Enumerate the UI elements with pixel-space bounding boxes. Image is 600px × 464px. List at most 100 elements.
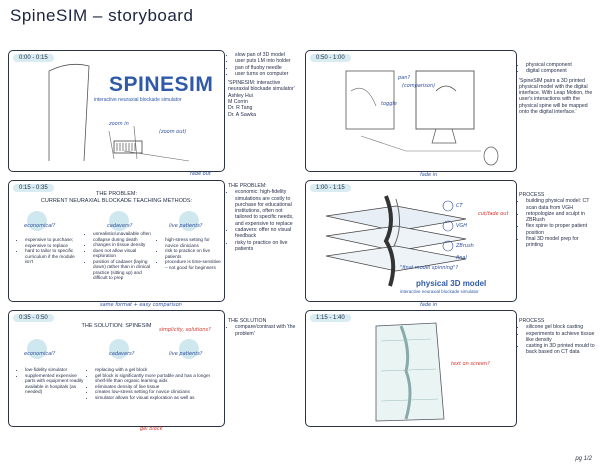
problem-heading: THE PROBLEM: bbox=[96, 191, 137, 197]
note-quote: 'SpineSIM pairs a 3D printed physical mo… bbox=[519, 77, 593, 116]
zbrush-note: ZBrush bbox=[456, 243, 474, 249]
bullet: expensive to purchase; expensive to repl… bbox=[25, 237, 79, 248]
computer-sketch bbox=[48, 63, 190, 162]
bullet: changes in tissue density bbox=[93, 242, 153, 248]
simplicity-note: simplicity, solutions? bbox=[159, 327, 211, 333]
notes-heading: THE SOLUTION bbox=[228, 318, 267, 324]
model-caption: physical 3D model bbox=[416, 279, 487, 288]
dollar-icon bbox=[27, 339, 47, 359]
bullet: does not allow visual exploration bbox=[93, 248, 153, 259]
bullet: replacing with a gel block bbox=[95, 367, 219, 373]
dollar-icon bbox=[27, 211, 47, 231]
timestamp: 0:00 - 0:15 bbox=[13, 54, 54, 62]
note-item: risky to practice on live patients bbox=[235, 240, 300, 253]
credit-name: Ashley Hui bbox=[228, 92, 253, 99]
model-caption-sub: interactive neuraxial blockade simulator bbox=[400, 289, 479, 294]
patient-icon bbox=[179, 339, 199, 359]
bullet: high-stress setting for novice clinician… bbox=[165, 237, 221, 248]
bullet: procedure is time-sensitive – not good f… bbox=[165, 259, 221, 270]
gel-block-sketch bbox=[375, 322, 445, 422]
timestamp: 1:00 - 1:15 bbox=[310, 184, 351, 192]
note-item: user turns on computer bbox=[235, 71, 300, 77]
bullet: simulator allows for visual exploration … bbox=[95, 395, 219, 401]
label-live-patients: live patients? bbox=[169, 351, 203, 357]
comparison-note: (comparison) bbox=[402, 83, 436, 89]
cut-fade-note: cut/fade out bbox=[478, 211, 509, 217]
vgh-note: VGH bbox=[456, 223, 468, 229]
bullet: low-fidelity simulator bbox=[25, 367, 84, 373]
credit-title: 'SPINESIM: interactive neuraxial blockad… bbox=[228, 80, 295, 93]
page-number: pg 1/2 bbox=[575, 456, 592, 462]
note-item: building physical model: CT scan data fr… bbox=[526, 198, 595, 211]
panel-1-notes: slow pan of 3D model user puts LM into h… bbox=[228, 52, 300, 118]
panel-3-notes: THE PROBLEM: economic: high-fidelity sim… bbox=[228, 183, 300, 252]
timestamp: 1:15 - 1:40 bbox=[310, 314, 351, 322]
note-item: compare/contrast with 'the problem' bbox=[235, 324, 300, 337]
panel-6-notes: PROCESS silicone gel block casting exper… bbox=[519, 318, 595, 356]
gel-block-note: gel block bbox=[140, 426, 163, 432]
bullet: position of cadaver (laying down) rather… bbox=[93, 259, 153, 281]
note-item: cadavers: offer no visual feedback bbox=[235, 227, 300, 240]
credit-name: Dr. R Tang bbox=[228, 105, 253, 112]
transition-fade-in-1: fade in bbox=[420, 172, 438, 178]
ct-note: CT bbox=[456, 203, 463, 209]
final-model-note: "final model spinning"? bbox=[400, 265, 459, 271]
comparison-note: same format + easy comparison bbox=[100, 302, 182, 308]
pan-note: pan? bbox=[398, 75, 411, 81]
solution-col-2: replacing with a gel blockgel block is s… bbox=[89, 367, 219, 400]
monitor-sketch bbox=[345, 70, 499, 166]
storyboard-frame-3: 0:15 - 0:35 THE PROBLEM: CURRENT NEURAXI… bbox=[8, 180, 225, 302]
zoom-in-note: zoom in bbox=[109, 121, 129, 127]
note-item: slow pan of 3D model bbox=[235, 52, 300, 58]
note-item: economic: high-fidelity simulations are … bbox=[235, 189, 300, 227]
note-item: flex spine to proper patient position bbox=[526, 223, 595, 236]
note-item: digital component bbox=[526, 68, 595, 74]
bullet: hard to tailor to specific curriculum if… bbox=[25, 248, 79, 265]
bullet: eliminates density of live tissue bbox=[95, 384, 219, 390]
panel-4-notes: PROCESS building physical model: CT scan… bbox=[519, 192, 595, 249]
label-cadavers: cadavers? bbox=[109, 351, 135, 357]
credit-name: Dr. A Sawka bbox=[228, 111, 256, 118]
bullet: unrealistic/unavailable often collapse d… bbox=[93, 231, 153, 242]
note-item: user puts LM into holder bbox=[235, 58, 300, 64]
notes-heading: PROCESS bbox=[519, 318, 545, 324]
bullet: gel block is significantly more portable… bbox=[95, 373, 219, 384]
note-item: final 3D model prep for printing bbox=[526, 236, 595, 249]
panel-2-notes: physical component digital component 'Sp… bbox=[519, 62, 595, 115]
timestamp: 0:50 - 1:00 bbox=[310, 54, 351, 62]
storyboard-frame-5: 0:35 - 0:50 THE SOLUTION: SPINESIM simpl… bbox=[8, 310, 225, 427]
problem-col-1: expensive to purchase; expensive to repl… bbox=[19, 237, 79, 265]
patient-icon bbox=[179, 211, 199, 231]
credit-name: M Corrin bbox=[228, 99, 248, 106]
zoom-out-note: (zoom out) bbox=[159, 129, 187, 135]
label-cadavers: cadavers? bbox=[107, 223, 133, 229]
note-item: pan of fluoby needle bbox=[235, 65, 300, 71]
solution-col-1: low-fidelity simulatorsupplemented expen… bbox=[19, 367, 84, 395]
note-item: silicone gel block casting bbox=[526, 324, 595, 330]
label-economical: economical? bbox=[24, 351, 56, 357]
problem-col-2: unrealistic/unavailable often collapse d… bbox=[87, 231, 153, 281]
bullet: risk to practice on live patients bbox=[165, 248, 221, 259]
storyboard-frame-2: 0:50 - 1:00 pan? (comparison) toggle bbox=[305, 50, 517, 172]
notes-heading: PROCESS bbox=[519, 192, 545, 198]
note-item: physical component bbox=[526, 62, 595, 68]
page-title: SpineSIM – storyboard bbox=[10, 6, 194, 25]
cadaver-icon bbox=[109, 339, 129, 359]
solution-heading: THE SOLUTION: SPINESIM bbox=[81, 323, 152, 329]
label-economical: economical? bbox=[24, 223, 56, 229]
problem-col-3: high-stress setting for novice clinician… bbox=[159, 237, 221, 270]
panel-5-notes: THE SOLUTION compare/contrast with 'the … bbox=[228, 318, 300, 337]
storyboard-frame-4: 1:00 - 1:15 CT VGH ZBrush cut/fade out f… bbox=[305, 180, 517, 302]
storyboard-frame-6: 1:15 - 1:40 text on screen? bbox=[305, 310, 517, 427]
transition-fade-in-2: fade in bbox=[420, 302, 438, 308]
logo-subtitle: interactive neuraxial blockade simulator bbox=[94, 97, 182, 103]
timestamp: 0:15 - 0:35 bbox=[13, 184, 54, 192]
spine-layers-sketch bbox=[325, 195, 467, 287]
note-item: retopologize and sculpt in ZBRush bbox=[526, 211, 595, 224]
note-item: experiments to achieve tissue like densi… bbox=[526, 331, 595, 344]
cadaver-icon bbox=[109, 211, 129, 231]
toggle-note: toggle bbox=[381, 101, 397, 107]
text-on-screen-note: text on screen? bbox=[451, 361, 490, 367]
label-live-patients: live patients? bbox=[169, 223, 203, 229]
storyboard-frame-1: 0:00 - 0:15 SPINESIM interactive neuraxi… bbox=[8, 50, 225, 172]
